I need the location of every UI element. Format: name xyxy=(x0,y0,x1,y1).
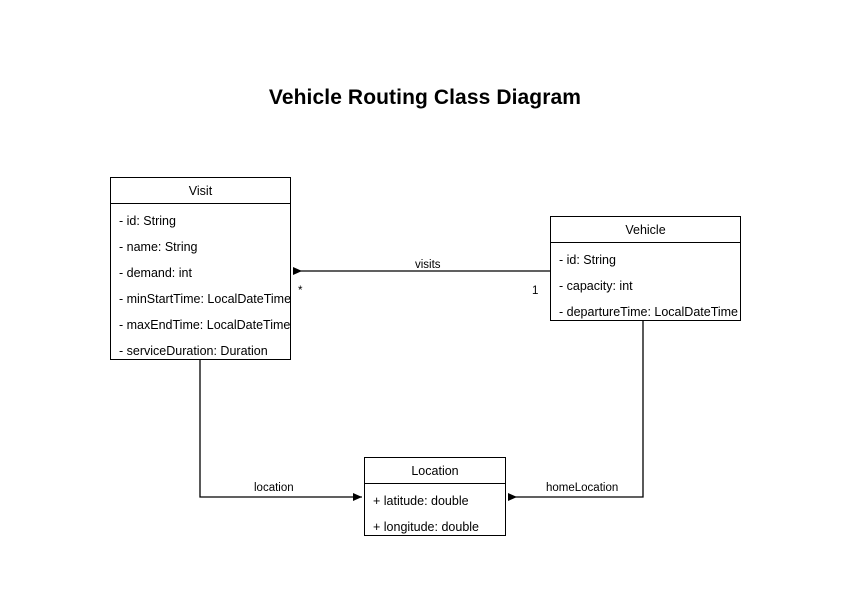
edge-location xyxy=(199,360,362,501)
attribute-row: - name: String xyxy=(119,240,198,254)
attribute-list-location: + latitude: double + longitude: double xyxy=(365,484,505,544)
attribute-row: + latitude: double xyxy=(373,494,469,508)
class-box-visit[interactable]: Visit - id: String - name: String - dema… xyxy=(110,177,291,360)
class-name-location: Location xyxy=(365,458,505,484)
attribute-row: - id: String xyxy=(119,214,176,228)
edge-multiplicity-visits-source: 1 xyxy=(532,285,539,297)
attribute-list-visit: - id: String - name: String - demand: in… xyxy=(111,204,292,368)
attribute-row: - departureTime: LocalDateTime xyxy=(559,305,739,319)
attribute-row: - id: String xyxy=(559,253,616,267)
edge-label-home-location: homeLocation xyxy=(546,482,619,494)
attribute-row: - maxEndTime: LocalDateTime xyxy=(119,318,291,332)
class-box-vehicle[interactable]: Vehicle - id: String - capacity: int - d… xyxy=(550,216,741,321)
class-name-vehicle: Vehicle xyxy=(551,217,740,243)
attribute-row: - demand: int xyxy=(119,266,192,280)
page-title: Vehicle Routing Class Diagram xyxy=(268,86,582,109)
edge-label-location: location xyxy=(254,482,294,494)
edge-multiplicity-visits-target: * xyxy=(298,285,303,297)
class-name-visit: Visit xyxy=(111,178,290,204)
attribute-row: - capacity: int xyxy=(559,279,633,293)
attribute-row: + longitude: double xyxy=(373,520,479,534)
attribute-row: - minStartTime: LocalDateTime xyxy=(119,292,292,306)
edge-home-location xyxy=(508,321,644,501)
attribute-row: - serviceDuration: Duration xyxy=(119,344,268,358)
class-box-location[interactable]: Location + latitude: double + longitude:… xyxy=(364,457,506,536)
edge-label-visits: visits xyxy=(415,259,441,271)
attribute-list-vehicle: - id: String - capacity: int - departure… xyxy=(551,243,740,329)
